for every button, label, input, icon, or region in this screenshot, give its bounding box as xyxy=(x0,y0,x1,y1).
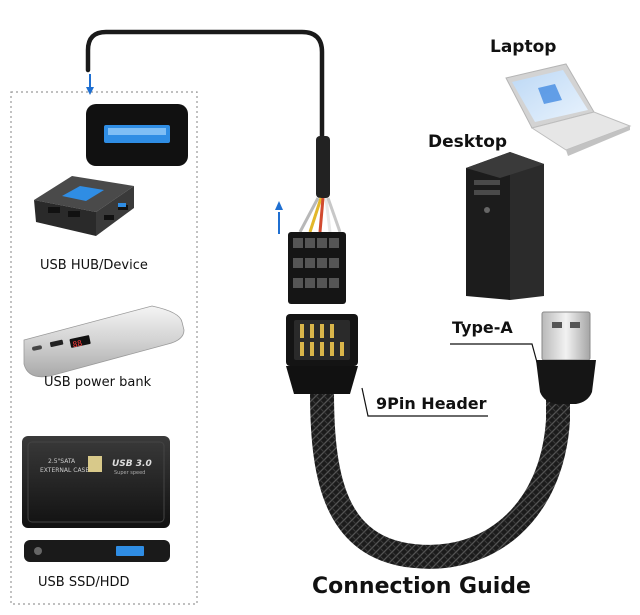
usb-hub-image xyxy=(34,176,134,236)
device-panel-border xyxy=(10,91,198,605)
usb-port-closeup xyxy=(86,104,188,166)
usb-hub-label: USB HUB/Device xyxy=(40,258,148,273)
ssd-case-logo: USB 3.0 xyxy=(112,459,152,469)
power-bank-image: 88 xyxy=(23,305,185,378)
ssd-case-line2: EXTERNAL CASE xyxy=(40,467,89,474)
braided-cable xyxy=(310,391,570,569)
pin-header-label: 9Pin Header xyxy=(376,394,487,413)
arrow-down-icon xyxy=(86,74,94,95)
pc-side-cable xyxy=(85,29,325,143)
type-a-label: Type-A xyxy=(452,318,513,337)
power-bank-label: USB power bank xyxy=(44,375,152,390)
type-a-callout-line xyxy=(450,343,539,367)
laptop-label: Laptop xyxy=(490,37,557,57)
female-header-connector xyxy=(288,232,346,304)
diagram-title: Connection Guide xyxy=(312,574,531,599)
header-callout-line xyxy=(361,387,488,417)
usb-type-a-plug xyxy=(536,311,596,404)
cable-wires xyxy=(298,136,342,233)
hub-usb-port xyxy=(118,203,126,207)
usb-ssd-label: USB SSD/HDD xyxy=(38,575,130,590)
desktop-tower-image xyxy=(466,152,544,300)
male-header-connector xyxy=(286,314,358,394)
ssd-case-sub: Super speed xyxy=(114,470,145,476)
svg-text:88: 88 xyxy=(72,339,83,350)
arrow-up-icon xyxy=(275,201,283,234)
external-ssd-case-image: 2.5"SATA EXTERNAL CASE USB 3.0 Super spe… xyxy=(22,436,170,562)
ssd-case-line1: 2.5"SATA xyxy=(48,458,76,465)
laptop-image xyxy=(505,63,632,156)
desktop-label: Desktop xyxy=(428,132,508,152)
